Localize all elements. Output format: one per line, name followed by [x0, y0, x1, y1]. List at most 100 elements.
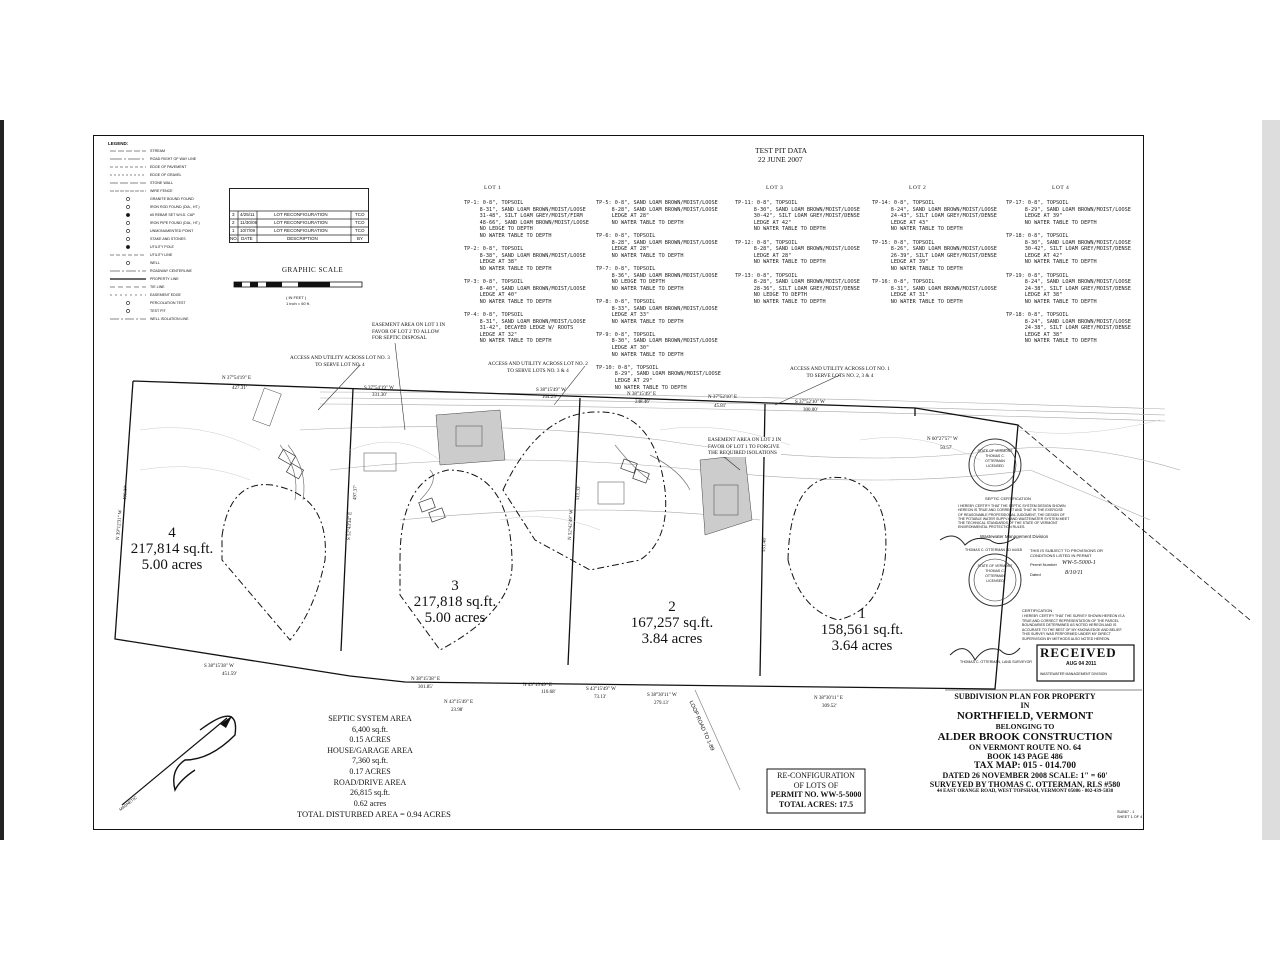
legend-label: WELL [150, 261, 160, 265]
test-pit-lot1-header: LOT 1 [484, 185, 502, 191]
seal-text: THOMAS C. OTTERMAN [985, 569, 1005, 578]
lot-number: 2 [668, 599, 676, 615]
legend-label: UTILITY LINE [150, 253, 173, 257]
distance: 427.31' [232, 386, 247, 391]
callout-easement-lot3: EASEMENT AREA ON LOT 3 IN FAVOR OF LOT 2… [372, 322, 446, 342]
received-stamp: RECEIVED [1040, 645, 1117, 660]
rev-header-by: BY [357, 236, 364, 241]
received-date: AUG 04 2011 [1066, 661, 1097, 667]
callout-access-lot1: ACCESS AND UTILITY ACROSS LOT NO. 1 TO S… [790, 366, 890, 379]
legend-symbol [126, 221, 130, 225]
legend-label: EDGE OF PAVEMENT [150, 165, 187, 169]
survey-cert-text: I HEREBY CERTIFY THAT THE SURVEY SHOWN H… [1022, 614, 1125, 641]
bearing: N 60°27'57" W [927, 437, 958, 442]
lot-acres: 3.84 acres [641, 631, 703, 647]
reconfig-line: PERMIT NO. WW-5-5000 [770, 790, 862, 800]
legend-symbol [126, 301, 130, 305]
signature-cert [949, 647, 1021, 661]
area-line: HOUSE/GARAGE AREA [327, 745, 413, 755]
legend-row: EDGE OF GRAVEL [100, 171, 205, 179]
septic-cert-title: SEPTIC CERTIFICATION [985, 496, 1031, 501]
legend-label: UNMONUMENTED POINT [150, 229, 194, 233]
graphic-scale-title: GRAPHIC SCALE [282, 266, 344, 274]
sheet-code: SUB67 - 1 [1117, 810, 1135, 814]
legend-row: IRON ROD FOUND (DIA., HT.) [100, 203, 205, 211]
title-line: ON VERMONT ROUTE NO. 64 [969, 743, 1081, 752]
bearing: N 43°15'49" E [523, 683, 553, 688]
drawing-border [93, 135, 1144, 830]
title-line: NORTHFIELD, VERMONT [956, 710, 1094, 722]
seal-text: LICENSED [986, 464, 1004, 468]
test-pit-col-1: TP-1: 0-8", TOPSOIL 8-31", SAND LOAM BRO… [464, 200, 589, 345]
legend-row: UTILITY POLE [100, 243, 205, 251]
test-pit-title: TEST PIT DATA [755, 146, 808, 155]
total-disturbed-area: TOTAL DISTURBED AREA = 0.94 ACRES [297, 809, 451, 819]
legend-label: STAKE AND STONES [150, 237, 186, 241]
legend-symbol [110, 278, 146, 280]
septic-fields [252, 387, 753, 536]
seal-1-text: STATE OF VERMONT THOMAS C. OTTERMAN LICE… [975, 449, 1015, 469]
legend-label: EDGE OF GRAVEL [150, 173, 182, 177]
legend-row: TEST PIT [100, 307, 205, 315]
seal-text: STATE OF VERMONT [977, 564, 1013, 568]
road-lines [299, 391, 1181, 521]
distance: 511.33' [576, 485, 582, 501]
legend-row: WELL [100, 259, 205, 267]
test-pit-lot2-header: LOT 2 [909, 185, 927, 191]
area-line: ROAD/DRIVE AREA [333, 777, 407, 787]
bearing: S 37°52'10" W [795, 400, 825, 405]
rev-header-no: NO. [230, 236, 239, 241]
seal-text: LICENSED [986, 579, 1004, 583]
title-line: BOOK 143 PAGE 486 [987, 752, 1063, 761]
distance: 50.57' [940, 446, 953, 451]
legend-symbol [110, 270, 146, 272]
seal-2-text: STATE OF VERMONT THOMAS C. OTTERMAN LICE… [975, 564, 1015, 584]
rev-header-desc: DESCRIPTION [287, 236, 318, 241]
legend-label: EASEMENT EDGE [150, 293, 181, 297]
seal-text: STATE OF VERMONT [977, 449, 1013, 453]
bearing: S 38°15'38" W [204, 664, 234, 669]
loop-road-line [694, 689, 741, 791]
area-line: 7,360 sq.ft. [352, 756, 388, 766]
bearing: S 43°15'49" W [586, 687, 616, 692]
rev-date: 4/25/11 [240, 212, 255, 217]
legend-row: #5 REBAR SET W/I.D. CAP [100, 211, 205, 219]
legend-label: #5 REBAR SET W/I.D. CAP [150, 213, 195, 217]
survey-cert-title: CERTIFICATION [1022, 608, 1053, 613]
legend-symbol [110, 166, 146, 168]
test-pit-col-5: TP-17: 0-8", TOPSOIL 8-29", SAND LOAM BR… [1006, 200, 1131, 345]
test-pit-col-3: TP-11: 0-8", TOPSOIL 8-30", SAND LOAM BR… [735, 200, 860, 305]
septic-cert-text: I HEREBY CERTIFY THAT THE SEPTIC SYSTEM … [958, 504, 1070, 530]
area-line: 0.62 acres [353, 798, 387, 808]
area-line: 0.17 ACRES [349, 766, 391, 776]
legend-label: TIE LINE [150, 285, 165, 289]
legend-symbol [110, 182, 146, 184]
legend-label: STONE WALL [150, 181, 173, 185]
bearing: N 38°15'38" E [411, 677, 441, 682]
distance: 45.81' [714, 404, 727, 409]
legend-symbol [110, 294, 146, 296]
bearing: S 38°30'11" W [647, 693, 677, 698]
revision-table-grid [229, 188, 369, 243]
lot-acres: 5.00 acres [424, 610, 486, 626]
rev-no: 2 [232, 220, 235, 225]
distance: 300.00' [803, 408, 818, 413]
test-pit-col-2: TP-5: 0-8", SAND LOAM BROWN/MOIST/LOOSE … [596, 200, 721, 391]
legend-label: TEST PIT [150, 309, 166, 313]
title-line: 44 EAST ORANGE ROAD, WEST TOPSHAM, VERMO… [936, 789, 1114, 794]
legend-symbol [126, 245, 130, 249]
bearing: N 38°30'11" E [814, 696, 843, 701]
legend-row: IRON PIPE FOUND (DIA., HT.) [100, 219, 205, 227]
sheet-number: SHEET 1 OF 4 [1117, 815, 1143, 819]
test-pit-lot3-header: LOT 3 [766, 185, 784, 191]
east-row-line [1017, 424, 1251, 621]
reconfig-text: RE-CONFIGURATION OF LOTS OF PERMIT NO. W… [767, 771, 865, 809]
reconfig-box [766, 768, 866, 814]
graphic-scale-unit: ( IN FEET ) [286, 295, 307, 300]
test-pit-col-4: TP-14: 0-8", TOPSOIL 8-24", SAND LOAM BR… [872, 200, 997, 305]
distance: 309.52' [822, 704, 837, 709]
rev-header-date: DATE [241, 236, 253, 241]
lot-number: 1 [858, 606, 866, 622]
title-line: IN [1020, 701, 1030, 710]
